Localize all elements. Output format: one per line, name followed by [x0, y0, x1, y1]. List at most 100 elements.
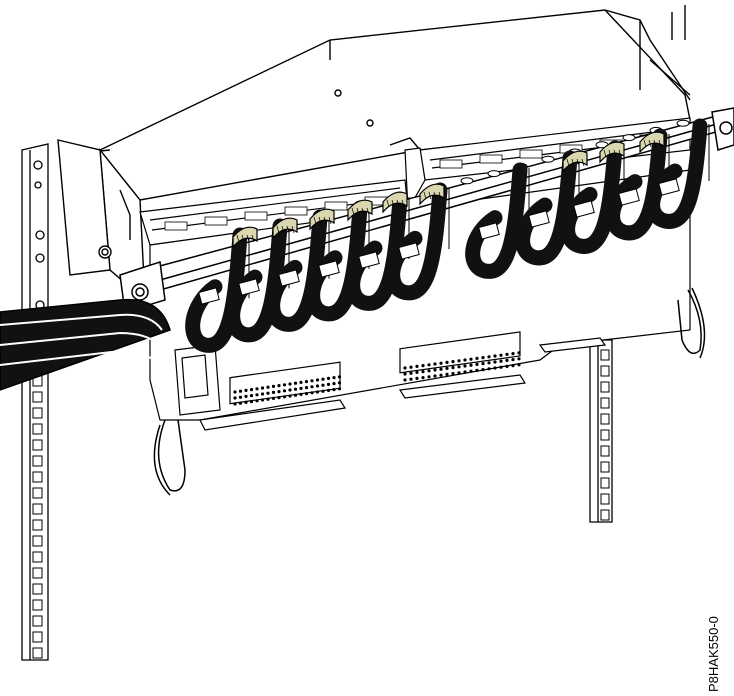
connector-port: [164, 221, 188, 231]
mesh-dot: [332, 376, 336, 380]
right-rack-rail: [589, 339, 613, 523]
velcro-strap: [272, 217, 298, 240]
mesh-dot: [511, 364, 515, 368]
strap-hatch: [313, 216, 317, 225]
rail-hole: [600, 349, 610, 361]
mesh-dot: [337, 375, 342, 379]
cable-plug: [198, 287, 220, 305]
mesh-dot: [409, 377, 413, 381]
mesh-dot: [233, 390, 237, 394]
left-rail-holes: [32, 359, 43, 659]
mesh-dot: [451, 366, 455, 370]
mesh-dot: [271, 384, 276, 388]
strap-hatch: [576, 158, 580, 167]
mesh-dot: [487, 355, 491, 359]
mesh-dot: [332, 382, 336, 386]
mesh-dot: [451, 372, 455, 376]
strap-hatch: [571, 158, 575, 167]
mesh-dot: [282, 383, 287, 387]
mesh-dot: [439, 361, 443, 365]
mesh-dot: [326, 388, 331, 392]
strap-hatch: [246, 234, 250, 243]
mesh-dot: [427, 375, 431, 379]
mesh-dot: [332, 388, 336, 392]
connector-port: [204, 216, 228, 226]
strap-hatch: [653, 139, 657, 148]
mesh-dot: [288, 394, 292, 398]
strap-hatch: [251, 234, 255, 243]
rail-hole: [32, 439, 43, 451]
strap-hatch: [433, 191, 437, 200]
mesh-dot: [304, 386, 309, 390]
power-cable-loop: [515, 150, 578, 266]
rail-hole: [32, 471, 43, 483]
arm-slot: [460, 177, 474, 185]
rail-hole: [32, 631, 43, 643]
mesh-dot: [249, 400, 254, 404]
mesh-dot: [439, 367, 443, 371]
power-cable-loops: [185, 118, 710, 353]
mesh-dot: [445, 360, 449, 364]
mesh-dot: [517, 363, 521, 367]
cable-bundle: [0, 298, 171, 391]
mesh-dot: [481, 368, 485, 372]
strap-hatch: [391, 199, 395, 208]
mesh-dot: [337, 381, 342, 385]
mesh-dot: [271, 390, 276, 394]
mesh-dot: [499, 353, 503, 357]
mesh-dot: [403, 372, 407, 376]
mesh-dot: [310, 391, 314, 395]
mesh-dot: [315, 390, 320, 394]
velcro-strap: [562, 150, 588, 173]
rail-hole: [32, 535, 43, 547]
rail-hole: [600, 477, 610, 489]
mesh-dot: [249, 388, 254, 392]
power-cable-loop: [560, 140, 623, 254]
strap-hatch: [643, 139, 647, 148]
rail-hole: [600, 365, 610, 377]
connector-port: [324, 201, 348, 211]
mesh-dot: [266, 385, 270, 389]
mesh-dot: [409, 365, 413, 369]
mesh-dot: [310, 385, 314, 389]
mesh-dot: [415, 376, 419, 380]
mesh-dot: [469, 369, 473, 373]
mesh-dot: [282, 389, 287, 393]
mesh-dot: [293, 381, 298, 385]
mesh-dot: [475, 356, 479, 360]
mesh-dot: [288, 382, 292, 386]
strap-hatch: [603, 149, 607, 158]
mesh-dot: [481, 362, 485, 366]
rail-hole: [32, 567, 43, 579]
rail-hole: [32, 647, 43, 659]
mesh-dot: [487, 361, 491, 365]
rail-hole: [600, 509, 610, 521]
power-cable-loop: [465, 162, 528, 279]
mesh-dot: [481, 356, 485, 360]
bundle-line: [0, 331, 163, 349]
mesh-dot: [238, 389, 243, 393]
velcro-straps: [232, 131, 665, 249]
strap-hatch: [291, 225, 295, 234]
mesh-dot: [469, 363, 473, 367]
mesh-dot: [433, 374, 437, 378]
mesh-dot: [266, 397, 270, 401]
mesh-dot: [409, 371, 413, 375]
rail-hole: [32, 615, 43, 627]
strap-hatch: [658, 139, 662, 148]
mesh-dot: [260, 386, 265, 390]
mesh-dot: [288, 388, 292, 392]
strap-hatch: [281, 225, 285, 234]
strap-hatch: [318, 216, 322, 225]
mesh-dot: [255, 393, 259, 397]
mesh-dot: [421, 376, 425, 380]
mesh-dot: [505, 358, 509, 362]
mesh-dot: [445, 366, 449, 370]
rail-hole: [600, 429, 610, 441]
rail-hole: [32, 551, 43, 563]
strap-hatch: [356, 207, 360, 216]
mesh-dot: [517, 357, 521, 361]
velcro-strap: [639, 131, 665, 154]
cable-plug: [278, 269, 300, 287]
mesh-dot: [255, 387, 259, 391]
